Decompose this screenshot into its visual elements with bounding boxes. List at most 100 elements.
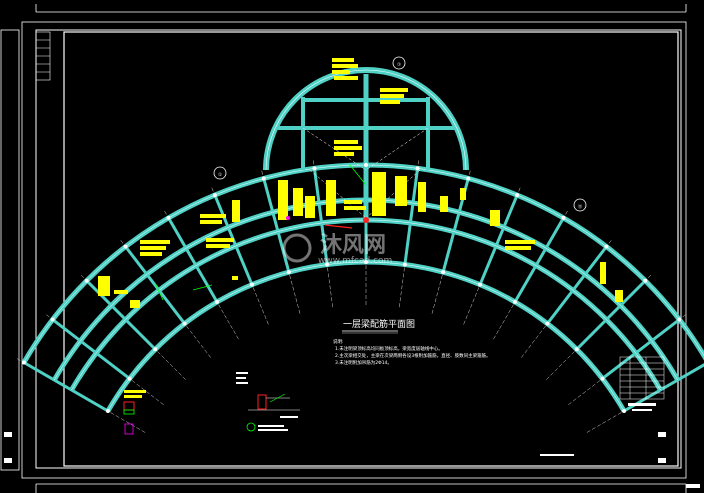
radial-beam (262, 178, 291, 273)
beam-node (325, 262, 330, 267)
beam-node (249, 282, 254, 287)
beam-node (123, 244, 128, 249)
note-line-3: 3.未注明附加吊筋为2Φ14。 (335, 359, 392, 366)
rebar-callout (206, 244, 230, 248)
radial-beam (478, 194, 519, 286)
radial-beam (124, 245, 186, 325)
beam-node (153, 347, 158, 352)
beam-node (364, 163, 368, 167)
beam-node (600, 376, 605, 381)
dome-structure (263, 67, 469, 219)
rebar-callout (140, 246, 166, 250)
rebar-callout (98, 276, 110, 296)
rebar-callout (380, 88, 408, 92)
rebar-callout (114, 290, 128, 294)
watermark-url: www.mfcad.com (318, 256, 392, 266)
rebar-callout (600, 262, 606, 284)
beam-node (643, 278, 648, 283)
rebar-callout (332, 70, 350, 74)
rebar-callout (334, 152, 354, 156)
color-accents (154, 164, 369, 301)
beam-node (105, 409, 110, 413)
rebar-callout (200, 214, 226, 218)
rebar-callout (130, 300, 140, 308)
rebar-callout (206, 238, 234, 242)
rebar-callout (372, 172, 386, 216)
beam-node (402, 262, 407, 267)
title-block: 一层梁配筋平面图 说明: 1.未注明梁顶标高均同板顶标高，梁宽度居轴线中心。 2… (333, 318, 491, 366)
rebar-callout (460, 188, 466, 200)
beam-node (545, 321, 550, 326)
radial-beam (51, 318, 131, 380)
beam-node (84, 278, 89, 283)
section-details (123, 372, 300, 435)
beam-node (561, 215, 566, 220)
sheet-frames (0, 4, 687, 493)
rebar-callout (326, 180, 336, 216)
beam-node (127, 376, 132, 381)
elevation-table (619, 356, 665, 411)
beam-node (415, 166, 420, 171)
rebar-callout (305, 196, 315, 218)
rebar-callout (418, 182, 426, 212)
radial-beam (167, 217, 219, 303)
rebar-callout (505, 246, 531, 250)
beam-node (166, 215, 171, 220)
rebar-callout (615, 290, 623, 302)
radial-beam (513, 217, 565, 303)
radial-beam (23, 361, 109, 413)
rebar-callout (344, 200, 362, 204)
rebar-callout (278, 180, 288, 220)
beam-node (513, 299, 517, 304)
beam-node (604, 244, 609, 249)
watermark-brand: 沐风网 (320, 233, 386, 258)
beam-node (50, 317, 55, 322)
radial-beam (546, 245, 608, 325)
beam-node (286, 270, 291, 275)
beam-node (364, 260, 368, 264)
note-line-2: 2.主次梁相交处，主梁在次梁两侧各设3根附加箍筋，直径、肢数同主梁箍筋。 (335, 352, 491, 359)
radial-beam (601, 318, 681, 380)
rebar-callout (293, 188, 303, 216)
corner-marks (4, 432, 700, 488)
notes-heading: 说明: (333, 338, 344, 345)
axis-bubble-13: ⑬ (578, 203, 583, 210)
rebar-callout (140, 252, 162, 256)
rebar-callout (140, 240, 170, 244)
rebar-callout (332, 64, 358, 68)
beam-node (312, 166, 317, 171)
beam-node (677, 317, 682, 322)
rebar-callout (334, 140, 358, 144)
rebar-callout (200, 220, 222, 224)
drawing-title: 一层梁配筋平面图 (343, 318, 415, 330)
beam-node (622, 409, 627, 413)
rebar-callout (380, 100, 400, 104)
beam-node (182, 321, 187, 326)
rebar-callout (395, 176, 407, 206)
beam-column-nodes (21, 163, 682, 413)
rebar-callout (380, 94, 404, 98)
rebar-callout (344, 206, 366, 210)
note-line-1: 1.未注明梁顶标高均同板顶标高，梁宽度居轴线中心。 (335, 345, 443, 352)
rebar-callout (505, 240, 535, 244)
rebar-callout (490, 210, 500, 226)
rebar-annotations (98, 58, 623, 308)
rebar-callout (334, 76, 358, 80)
radial-beam (312, 168, 329, 265)
beam-node (574, 347, 579, 352)
rebar-callout (332, 58, 354, 62)
axis-bubble-1: ① (218, 172, 222, 178)
radial-beam (575, 279, 647, 351)
beam-node (441, 270, 446, 275)
beam-node (212, 193, 217, 198)
beam-node (515, 193, 520, 198)
rebar-callout (440, 196, 448, 212)
beam-node (21, 360, 26, 365)
axis-bubble-7: ⑦ (397, 62, 401, 68)
rebar-callout (334, 146, 362, 150)
radial-axis-lines (15, 155, 704, 433)
beam-node (478, 282, 483, 287)
axis-bubbles: ① ⑦ ⑬ (213, 56, 587, 212)
rebar-callout (232, 276, 238, 280)
